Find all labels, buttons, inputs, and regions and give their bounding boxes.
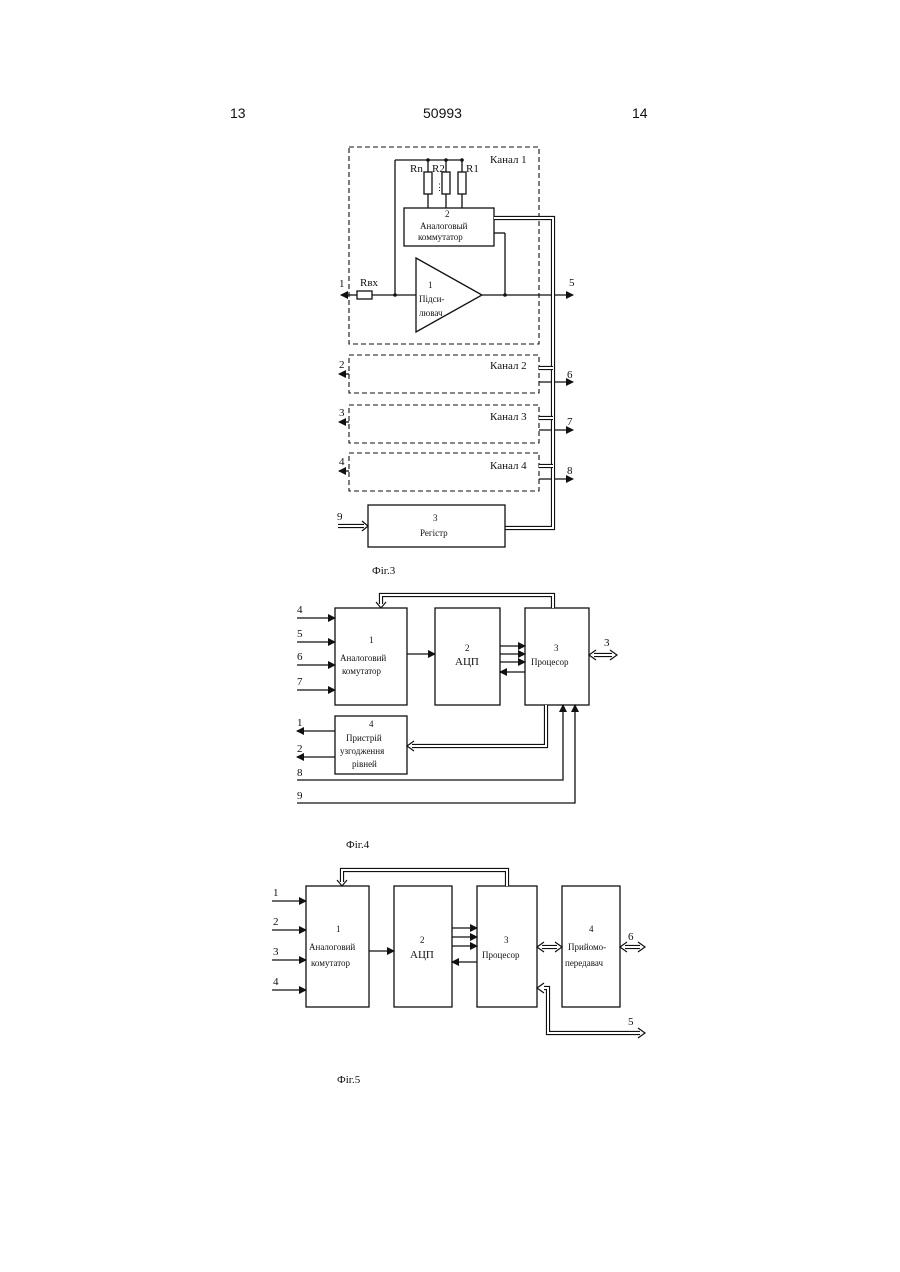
fig5-pin-4: 4: [273, 976, 279, 988]
fig5-mux-number: 1: [336, 924, 341, 934]
fig4-mux-line1: Аналоговий: [340, 653, 386, 663]
fig5-pin-2: 2: [273, 916, 279, 928]
pin-4: 4: [339, 456, 345, 468]
fig4-cpu-label: Процесор: [531, 657, 569, 667]
pin-3: 3: [339, 407, 345, 419]
fig5-cpu-box: [477, 886, 537, 1007]
figure-5: 1 Аналоговий комутатор 2 АЦП 3 Процесор …: [272, 870, 645, 1086]
fig4-mux-line2: комутатор: [342, 666, 382, 676]
label-rin: Rвх: [360, 277, 379, 289]
label-rn: Rn: [410, 163, 423, 175]
pin-9: 9: [337, 511, 343, 523]
fig5-mux-line1: Аналоговий: [309, 942, 355, 952]
pin-7: 7: [567, 416, 573, 428]
fig5-cpu-number: 3: [504, 935, 509, 945]
fig4-caption: Фіг.4: [346, 839, 370, 851]
fig4-pin-3: 3: [604, 637, 610, 649]
fig5-mux-line2: комутатор: [311, 958, 351, 968]
pin-5: 5: [569, 277, 575, 289]
figure-4: 1 Аналоговий комутатор 2 АЦП 3 Процесор …: [297, 595, 617, 851]
fig4-pin-5: 5: [297, 628, 303, 640]
amp-line2: лювач: [419, 308, 443, 318]
channel-1-label: Канал 1: [490, 154, 527, 166]
fig5-adc-number: 2: [420, 935, 425, 945]
fig3-caption: Фіг.3: [372, 565, 396, 577]
resistor-ellipsis: ⋮: [435, 182, 444, 192]
channel-4-label: Канал 4: [490, 460, 527, 472]
fig5-trx-number: 4: [589, 924, 594, 934]
pin-1: 1: [339, 278, 345, 290]
fig5-pin-3: 3: [273, 946, 279, 958]
channel-3-label: Канал 3: [490, 411, 527, 423]
fig4-pin-4: 4: [297, 604, 303, 616]
fig5-pin-1: 1: [273, 887, 279, 899]
fig4-level-number: 4: [369, 719, 374, 729]
label-r2: R2: [432, 163, 445, 175]
pin-2: 2: [339, 359, 345, 371]
mux-line2: коммутатор: [418, 232, 463, 242]
fig5-trx-line2: передавач: [565, 958, 604, 968]
register-box: [368, 505, 505, 547]
resistor-rin: [357, 291, 372, 299]
pin-6: 6: [567, 369, 573, 381]
fig5-trx-line1: Прийомо-: [568, 942, 606, 952]
fig4-pin-2: 2: [297, 743, 303, 755]
control-bus: [494, 218, 553, 528]
register-label: Регістр: [420, 528, 448, 538]
pin-8: 8: [567, 465, 573, 477]
fig5-pin-6: 6: [628, 931, 634, 943]
fig4-pin-7: 7: [297, 676, 303, 688]
mux-number: 2: [445, 209, 450, 219]
resistor-rn: [424, 172, 432, 194]
fig4-adc-number: 2: [465, 643, 470, 653]
fig4-level-line1: Пристрій: [346, 733, 382, 743]
fig4-mux-number: 1: [369, 635, 374, 645]
figure-3: Канал 1 Rn R2 R1 ⋮ 2 Аналоговый комму: [337, 147, 575, 577]
fig5-pin-5: 5: [628, 1016, 634, 1028]
fig4-pin-8: 8: [297, 767, 303, 779]
fig5-caption: Фіг.5: [337, 1074, 361, 1086]
fig4-pin-6: 6: [297, 651, 303, 663]
fig4-level-line3: рівней: [352, 759, 377, 769]
fig5-adc-box: [394, 886, 452, 1007]
register-number: 3: [433, 513, 438, 523]
fig4-pin-9: 9: [297, 790, 303, 802]
label-r1: R1: [466, 163, 479, 175]
mux-line1: Аналоговый: [420, 221, 468, 231]
fig4-adc-label: АЦП: [455, 656, 479, 668]
fig4-pin-1: 1: [297, 717, 303, 729]
resistor-r1: [458, 172, 466, 194]
fig5-adc-label: АЦП: [410, 949, 434, 961]
amp-number: 1: [428, 280, 433, 290]
amp-line1: Підси-: [419, 294, 444, 304]
fig4-cpu-number: 3: [554, 643, 559, 653]
fig5-cpu-label: Процесор: [482, 950, 520, 960]
channel-2-label: Канал 2: [490, 360, 527, 372]
fig4-level-line2: узгодження: [340, 746, 384, 756]
channel-4-frame: [349, 453, 539, 491]
